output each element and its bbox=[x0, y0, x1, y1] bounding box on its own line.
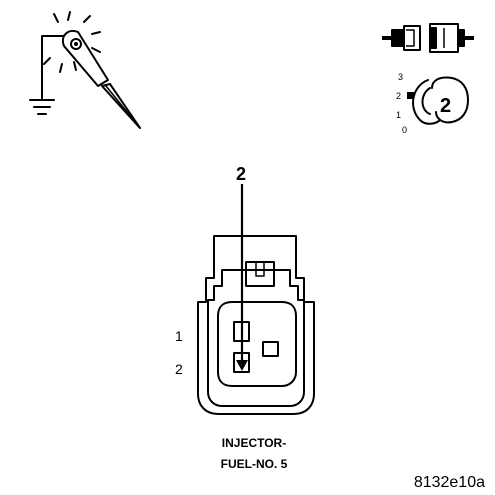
ignition-position-2: 2 bbox=[396, 91, 401, 101]
ignition-position-1: 1 bbox=[396, 110, 401, 120]
ignition-position-3: 3 bbox=[398, 72, 403, 82]
disconnect-connector-icon bbox=[382, 23, 474, 53]
pin-label-1: 1 bbox=[175, 328, 183, 344]
ignition-position-0: 0 bbox=[402, 125, 407, 135]
ignition-position-scale: 3 2 1 0 bbox=[396, 72, 407, 135]
key-position-label: 2 bbox=[440, 95, 451, 117]
test-light-probe-icon bbox=[29, 11, 141, 129]
figure-id: 8132e10a bbox=[414, 474, 485, 491]
pin-callout-arrow bbox=[236, 184, 248, 371]
connector-title-line2: FUEL-NO. 5 bbox=[221, 457, 288, 471]
ignition-key-icon bbox=[407, 76, 470, 125]
pin-callout-number: 2 bbox=[236, 164, 246, 184]
connector-title-line1: INJECTOR- bbox=[222, 436, 286, 450]
pin-label-2: 2 bbox=[175, 361, 183, 377]
connector-face-icon bbox=[197, 235, 315, 415]
